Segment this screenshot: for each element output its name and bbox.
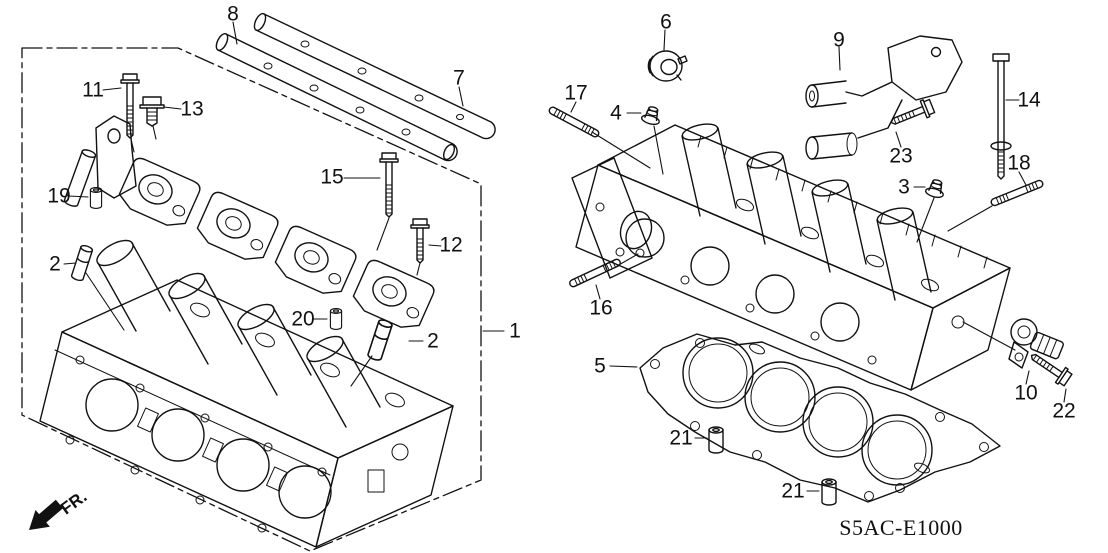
phantom-border-box: [21, 47, 482, 552]
callout-part-22: 22: [1052, 401, 1075, 422]
bolt-12: [410, 218, 430, 264]
callout-part-17: 17: [564, 83, 587, 104]
callout-part-1: 1: [509, 321, 521, 342]
part-number: 1: [509, 319, 521, 343]
callout-part-16: 16: [589, 298, 612, 319]
callout-part-5: 5: [594, 356, 606, 377]
callout-part-20: 20: [291, 309, 314, 330]
callout-part-9: 9: [833, 30, 845, 51]
leader-lines: [63, 21, 1067, 492]
part-number: 10: [1014, 381, 1038, 405]
bracket-9: [805, 35, 963, 160]
callout-part-15: 15: [320, 167, 343, 188]
stud-18: [989, 178, 1045, 208]
callout-part-6: 6: [660, 12, 672, 33]
rocker-shaft-7: [253, 12, 496, 140]
part-number: 19: [47, 184, 71, 208]
part-number: 5: [594, 354, 606, 378]
callout-part-12: 12: [439, 235, 462, 256]
callout-part-18: 18: [1007, 153, 1030, 174]
part-number: 3: [898, 175, 910, 199]
callout-part-10: 10: [1014, 383, 1037, 404]
part-number: 23: [889, 144, 913, 168]
part-number: 12: [439, 233, 463, 257]
callout-part-7: 7: [453, 68, 465, 89]
part-number: 15: [320, 165, 344, 189]
cylinder-head-right: [571, 123, 1011, 391]
callout-part-2-left: 2: [49, 254, 61, 275]
part-number: 22: [1052, 399, 1076, 423]
part-number: 14: [1017, 88, 1041, 112]
pin-20: [329, 308, 343, 330]
dowel-pin-21-upper: [708, 426, 724, 454]
rocker-shaft-8: [215, 32, 458, 162]
part-number: 18: [1007, 151, 1031, 175]
part-number: 6: [660, 10, 672, 34]
part-number: 11: [82, 78, 104, 102]
dowel-pin-21-lower: [821, 478, 837, 506]
callout-part-14: 14: [1017, 90, 1040, 111]
bolt-15: [379, 152, 399, 218]
valve-seal-4: [640, 104, 664, 127]
callout-part-21-upper: 21: [669, 428, 692, 449]
part-number: 21: [669, 426, 693, 450]
part-number: 7: [453, 66, 465, 90]
diagram-code: S5AC-E1000: [839, 515, 963, 540]
callout-part-21-lower: 21: [781, 481, 804, 502]
callout-part-4: 4: [610, 103, 622, 124]
pin-19: [89, 187, 103, 209]
part-number: 17: [564, 81, 588, 105]
part-number: 2: [427, 329, 439, 353]
stud-17: [547, 105, 601, 139]
callout-part-2-right: 2: [427, 331, 439, 352]
part-number: 20: [291, 307, 315, 331]
callout-part-8: 8: [227, 4, 239, 25]
part-number: 2: [49, 252, 61, 276]
part-number: 16: [589, 296, 613, 320]
part-number: 4: [610, 101, 622, 125]
callout-part-19: 19: [47, 186, 70, 207]
part-number: 9: [833, 28, 845, 52]
callout-part-3: 3: [898, 177, 910, 198]
head-gasket-5: [639, 333, 1001, 503]
cylinder-head-left: [39, 239, 454, 548]
sensor-10: [1008, 318, 1064, 369]
part-number: 13: [180, 97, 204, 121]
callout-part-23: 23: [889, 146, 912, 167]
callout-part-13: 13: [180, 99, 203, 120]
part-number: 21: [781, 479, 805, 503]
callout-part-11: 11: [82, 80, 104, 101]
valve-seal-3: [924, 177, 948, 200]
part-number: 8: [227, 2, 239, 26]
valve-guide-2-right: [366, 317, 394, 363]
cam-seal-6: [647, 50, 688, 82]
fr-arrow-icon: [29, 499, 63, 530]
bolt-13: [139, 96, 165, 127]
rocker-arm-assembly: [63, 115, 437, 335]
stud-16: [567, 257, 623, 289]
